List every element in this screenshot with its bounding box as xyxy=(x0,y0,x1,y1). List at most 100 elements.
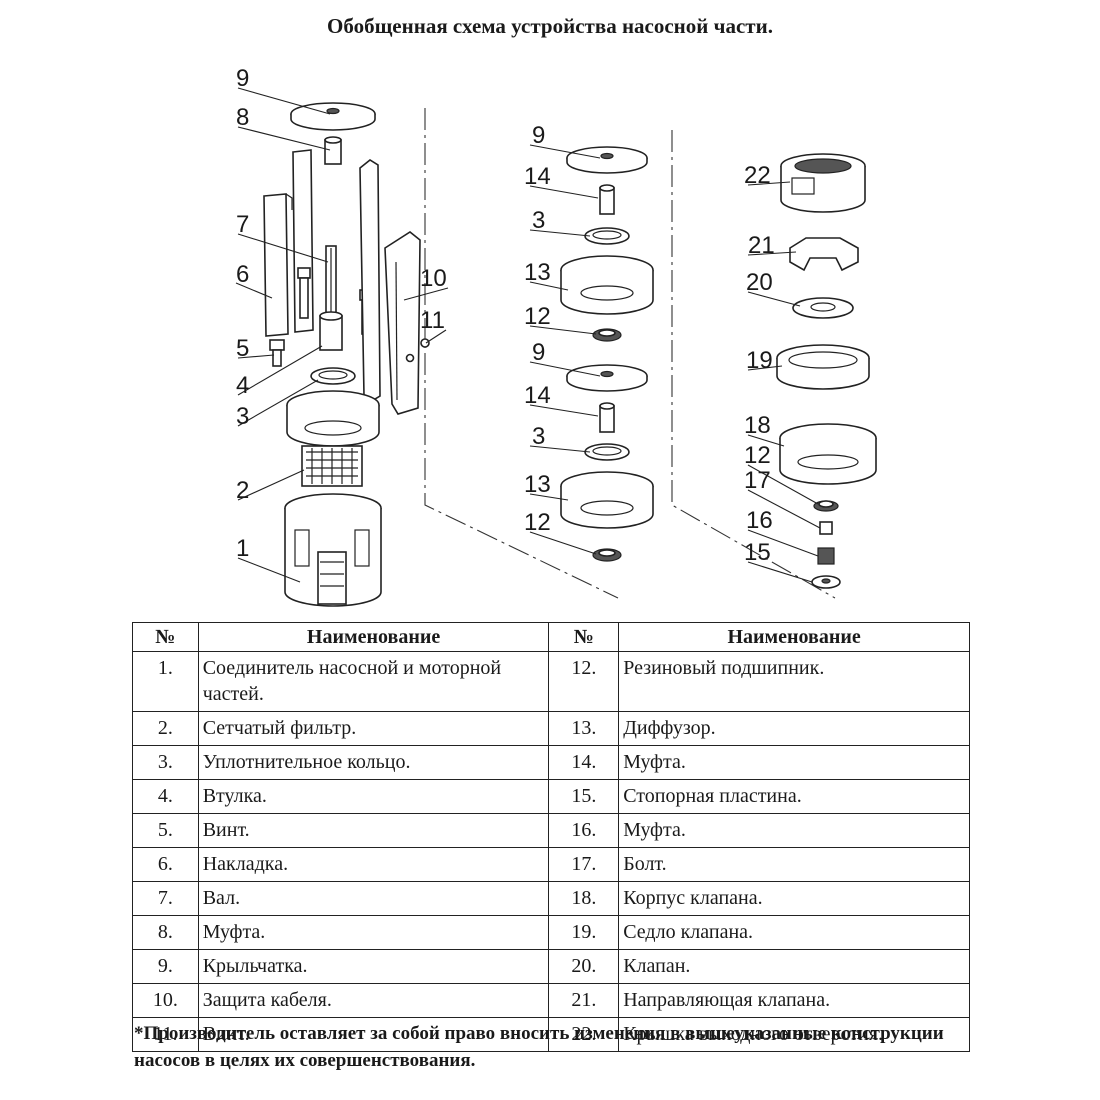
row-number: 4. xyxy=(132,779,199,814)
row-number: 8. xyxy=(132,915,199,950)
leader-lines xyxy=(235,87,821,583)
part-impeller-9-b xyxy=(566,364,648,392)
row-name: Клапан. xyxy=(618,949,970,984)
part-shaft xyxy=(325,245,337,319)
part-sleeve-4 xyxy=(319,311,343,351)
callout-label: 12 xyxy=(744,442,771,469)
part-valve-guide-21 xyxy=(789,237,859,272)
part-seal-ring-3-a xyxy=(584,227,630,245)
row-number: 3. xyxy=(132,745,199,780)
callout-label: 2 xyxy=(236,477,249,504)
row-number: 22. xyxy=(548,1017,620,1052)
part-coupling-16 xyxy=(817,547,835,565)
row-name: Винт. xyxy=(197,1017,550,1052)
row-name: Болт. xyxy=(618,847,970,882)
row-name: Соединитель насосной и моторной частей. xyxy=(197,651,550,712)
callout-label: 21 xyxy=(748,232,775,259)
parts-table-body: 1.Соединитель насосной и моторной частей… xyxy=(132,651,970,1052)
row-number: 13. xyxy=(548,711,620,746)
part-coupling-14-b xyxy=(599,402,615,433)
callout-label: 22 xyxy=(744,162,771,189)
row-name: Муфта. xyxy=(618,813,970,848)
callout-label: 9 xyxy=(532,122,545,149)
header-name-left: Наименование xyxy=(197,622,550,652)
part-valve-20 xyxy=(792,297,854,319)
row-number: 2. xyxy=(132,711,199,746)
connector-line-left xyxy=(424,108,619,599)
row-name: Крыльчатка. xyxy=(197,949,550,984)
part-outlet-cover-22 xyxy=(780,153,866,213)
connector-line-right xyxy=(671,130,836,599)
row-number: 6. xyxy=(132,847,199,882)
part-valve-body-18 xyxy=(779,423,877,485)
callout-label: 14 xyxy=(524,382,551,409)
part-diffuser-13-a xyxy=(560,255,654,315)
row-name: Стопорная пластина. xyxy=(618,779,970,814)
row-number: 15. xyxy=(548,779,620,814)
table-row: 1.Соединитель насосной и моторной частей… xyxy=(132,651,970,712)
part-connector-1 xyxy=(284,493,382,607)
row-name: Сетчатый фильтр. xyxy=(197,711,550,746)
table-header-row: № Наименование № Наименование xyxy=(132,622,970,652)
row-number: 10. xyxy=(132,983,199,1018)
callout-label: 9 xyxy=(236,65,249,92)
part-valve-seat-19 xyxy=(776,344,870,390)
table-row: 2.Сетчатый фильтр.13.Диффузор. xyxy=(132,711,970,746)
table-row: 9.Крыльчатка.20.Клапан. xyxy=(132,949,970,984)
part-plate-6-front xyxy=(263,193,293,337)
exploded-diagram: 9 8 7 6 5 4 3 2 1 10 11 9 14 3 13 12 9 1… xyxy=(235,65,877,607)
table-row: 10.Защита кабеля.21.Направляющая клапана… xyxy=(132,983,970,1018)
part-cable-guard-10 xyxy=(359,159,421,415)
part-bolt-17 xyxy=(819,521,833,535)
row-name: Муфта. xyxy=(197,915,550,950)
callout-labels: 9 8 7 6 5 4 3 2 1 10 11 9 14 3 13 12 9 1… xyxy=(236,65,775,566)
callout-label: 16 xyxy=(746,507,773,534)
table-row: 7.Вал.18.Корпус клапана. xyxy=(132,881,970,916)
callout-label: 15 xyxy=(744,539,771,566)
part-bearing-12-c xyxy=(813,500,839,512)
callout-label: 10 xyxy=(420,265,447,292)
row-name: Накладка. xyxy=(197,847,550,882)
callout-label: 3 xyxy=(532,423,545,450)
row-name: Уплотнительное кольцо. xyxy=(197,745,550,780)
row-number: 7. xyxy=(132,881,199,916)
header-num-left: № xyxy=(132,622,199,652)
table-row: 3.Уплотнительное кольцо.14.Муфта. xyxy=(132,745,970,780)
row-number: 16. xyxy=(548,813,620,848)
row-name: Защита кабеля. xyxy=(197,983,550,1018)
header-name-right: Наименование xyxy=(618,622,970,652)
row-number: 11. xyxy=(132,1017,199,1052)
part-filter-housing xyxy=(286,390,380,447)
table-row: 6.Накладка.17.Болт. xyxy=(132,847,970,882)
part-seal-ring-3-b xyxy=(584,443,630,461)
part-coupling-8 xyxy=(324,136,342,165)
callout-label: 14 xyxy=(524,163,551,190)
table-row: 4.Втулка.15.Стопорная пластина. xyxy=(132,779,970,814)
callout-label: 12 xyxy=(524,509,551,536)
callout-label: 18 xyxy=(744,412,771,439)
callout-label: 17 xyxy=(744,467,771,494)
callout-label: 7 xyxy=(236,211,249,238)
row-name: Седло клапана. xyxy=(618,915,970,950)
part-diffuser-13-b xyxy=(560,471,654,529)
callout-label: 8 xyxy=(236,104,249,131)
part-bearing-12-b xyxy=(592,548,622,562)
row-number: 12. xyxy=(548,651,620,712)
callout-label: 9 xyxy=(532,339,545,366)
row-name: Втулка. xyxy=(197,779,550,814)
row-name: Вал. xyxy=(197,881,550,916)
table-row: 5.Винт.16.Муфта. xyxy=(132,813,970,848)
callout-label: 1 xyxy=(236,535,249,562)
callout-label: 11 xyxy=(420,307,445,334)
row-name: Винт. xyxy=(197,813,550,848)
callout-label: 13 xyxy=(524,471,551,498)
footnote: *Производитель оставляет за собой право … xyxy=(134,1023,944,1071)
part-lock-plate-15 xyxy=(811,575,841,589)
row-name: Корпус клапана. xyxy=(618,881,970,916)
part-screw-11 xyxy=(405,338,430,363)
part-coupling-14-a xyxy=(599,184,615,215)
callout-label: 13 xyxy=(524,259,551,286)
callout-label: 6 xyxy=(236,261,249,288)
callout-label: 3 xyxy=(532,207,545,234)
callout-label: 5 xyxy=(236,335,249,362)
